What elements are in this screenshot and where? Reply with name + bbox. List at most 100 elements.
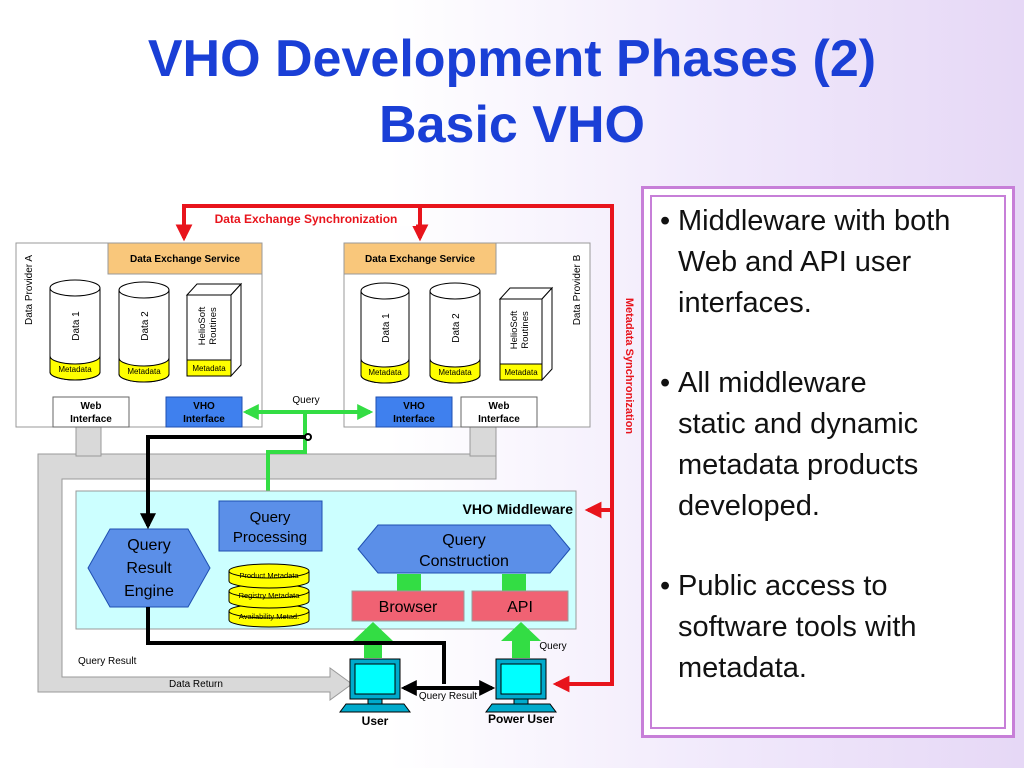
page-title: VHO Development Phases (2): [147, 30, 877, 88]
provider-b-cube-line2: Routines: [520, 311, 531, 349]
provider-a-cube-meta: Metadata: [192, 364, 226, 373]
query-label-power: Query: [539, 641, 566, 652]
provider-b-web-line2: Interface: [478, 414, 520, 425]
provider-b-cube-meta: Metadata: [504, 368, 538, 377]
provider-a-data1-cylinder: Data 1 Metadata: [49, 279, 101, 381]
query-label-top: Query: [292, 395, 319, 406]
data-return-path: [37, 453, 497, 701]
provider-a-heliosoft-cube: HelioSoft Routines Metadata: [185, 282, 243, 378]
sync-side-label: Metadata Synchronization: [623, 298, 635, 435]
query-construction-line2: Construction: [419, 553, 509, 570]
data-return-connector-b: [469, 425, 497, 457]
provider-b-vho-line2: Interface: [393, 414, 435, 425]
vho-middleware-label: VHO Middleware: [463, 501, 574, 517]
provider-b-heliosoft-cube: HelioSoft Routines Metadata: [498, 286, 554, 382]
user-label: User: [362, 714, 389, 728]
provider-a-vho-interface: [165, 396, 243, 428]
sync-arrows: [175, 204, 614, 693]
query-processing-box: [218, 500, 323, 552]
provider-b-web-interface: [460, 396, 538, 428]
bullet-line: developed.: [678, 490, 820, 522]
browser-box: [351, 590, 465, 622]
qre-line1: Query: [127, 537, 171, 554]
registry-metadata-label: Registry Metadata: [239, 591, 301, 600]
provider-a-service: [107, 242, 263, 275]
architecture-diagram: Data Provider A Data Exchange Service Da…: [15, 204, 635, 728]
qre-line3: Engine: [124, 583, 174, 600]
provider-b-web-line1: Web: [489, 401, 510, 412]
provider-b-service-label: Data Exchange Service: [365, 254, 475, 265]
provider-b-data1-meta: Metadata: [368, 368, 402, 377]
query-result-engine: [87, 528, 211, 608]
provider-b-vho-interface: [375, 396, 453, 428]
query-result-paths: [140, 435, 496, 696]
provider-a-data2-cylinder: Data 2 Metadata: [118, 281, 170, 383]
provider-a-web-line2: Interface: [70, 414, 112, 425]
query-processing-line1: Query: [250, 509, 291, 526]
query-junction: [304, 433, 312, 441]
user-up-arrow: [353, 622, 393, 658]
provider-a-web-line1: Web: [81, 401, 102, 412]
provider-a-cube-line2: Routines: [208, 307, 219, 345]
availability-metadata-label: Availability Metad.: [239, 612, 299, 621]
bullet-line: Public access to: [678, 570, 888, 602]
provider-a-data2-meta: Metadata: [127, 367, 161, 376]
power-user-computer-icon: [485, 658, 557, 713]
bullet-item: •Public access to software tools with meta…: [658, 566, 1008, 689]
data-exchange-sync-line: [420, 204, 614, 693]
data-return-connector-a: [75, 425, 102, 457]
power-user-up-arrow: [501, 622, 541, 658]
browser-connector: [397, 574, 421, 592]
provider-b-vho-line1: VHO: [403, 401, 425, 412]
bullet-dot-icon: •: [660, 205, 671, 237]
provider-a-data2-label: Data 2: [140, 311, 151, 341]
data-provider-b: Data Provider B Data Exchange Service Da…: [343, 242, 591, 428]
bullet-dot-icon: •: [660, 570, 671, 602]
bullet-line: metadata products: [678, 449, 919, 481]
provider-b-data2-meta: Metadata: [438, 368, 472, 377]
bullet-line: Web and API user: [678, 246, 912, 278]
query-processing-line2: Processing: [233, 529, 307, 546]
provider-a-vho-line2: Interface: [183, 414, 225, 425]
api-box: [471, 590, 569, 622]
sync-top-label-bg: [196, 210, 416, 226]
power-user-label: Power User: [488, 712, 554, 726]
bullet-line: interfaces.: [678, 287, 812, 319]
product-metadata-label: Product Metadata: [239, 571, 299, 580]
browser-label: Browser: [379, 599, 438, 616]
api-label: API: [507, 599, 533, 616]
provider-b-side-label: Data Provider B: [572, 254, 583, 325]
provider-b-data1-label: Data 1: [381, 313, 392, 343]
provider-b-cube-line1: HelioSoft: [509, 310, 520, 349]
bullet-item: •All middleware static and dynamic metadat…: [658, 363, 1008, 527]
query-construction-line1: Query: [442, 532, 486, 549]
provider-b-data2-label: Data 2: [451, 313, 462, 343]
data-provider-a: Data Provider A Data Exchange Service Da…: [15, 242, 263, 428]
bullet-line: software tools with: [678, 611, 917, 643]
bullet-dot-icon: •: [660, 367, 671, 399]
bullet-line: All middleware: [678, 367, 867, 399]
provider-a-side-label: Data Provider A: [24, 255, 35, 325]
page-subtitle: Basic VHO: [379, 96, 645, 154]
bullet-line: static and dynamic: [678, 408, 919, 440]
provider-a-service-label: Data Exchange Service: [130, 254, 240, 265]
provider-a-cube-line1: HelioSoft: [197, 306, 208, 345]
provider-a-web-interface: [52, 396, 130, 428]
data-return-label: Data Return: [169, 679, 223, 690]
query-result-bottom: Query Result: [419, 691, 478, 702]
qre-line2: Result: [126, 560, 172, 577]
query-result-left: Query Result: [78, 656, 137, 667]
provider-a-data1-label: Data 1: [71, 311, 82, 341]
provider-b-data1-cylinder: Data 1 Metadata: [360, 282, 410, 384]
provider-a-data1-meta: Metadata: [58, 365, 92, 374]
bullet-panel-inner-border: [650, 195, 1006, 729]
provider-b-data2-cylinder: Data 2 Metadata: [429, 282, 481, 384]
query-construction: [357, 524, 571, 574]
bullet-line: Middleware with both: [678, 205, 951, 237]
metadata-stack: Product Metadata Registry Metadata Avail…: [228, 563, 310, 628]
bullet-line: metadata.: [678, 652, 807, 684]
provider-b-service: [343, 242, 497, 275]
